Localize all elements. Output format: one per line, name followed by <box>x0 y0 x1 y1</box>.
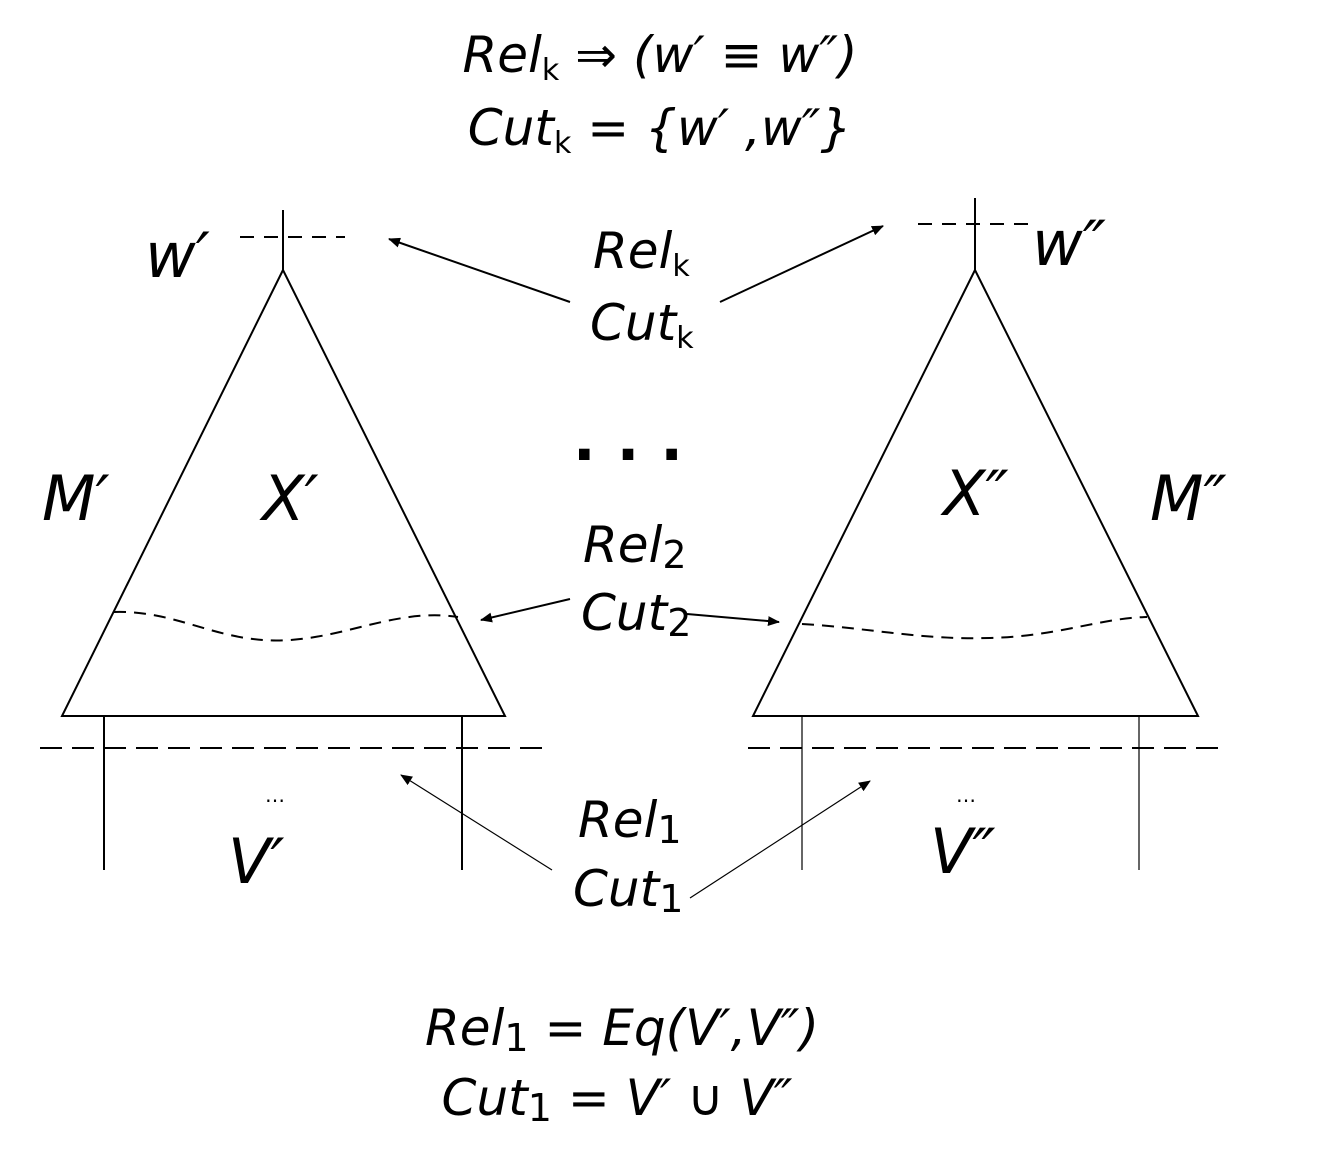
arrow-k-to-right <box>719 225 884 303</box>
level-k-rel-word: Rel <box>593 222 673 280</box>
level-k-cut-label: Cutk <box>590 294 694 356</box>
left-root-label: w′ <box>145 219 210 292</box>
level-1-cut-label: Cut1 <box>573 860 683 921</box>
level-1-rel-label: Rel1 <box>578 791 682 852</box>
right-root-label: w″ <box>1032 207 1106 280</box>
header-rel-k-formula: Relk ⇒ (w′ ≡ w″) <box>463 26 858 88</box>
middle-ellipsis: . . . <box>573 405 683 475</box>
header-rel-sub: k <box>542 53 560 88</box>
level-2-rel-label: Rel2 <box>583 516 687 577</box>
level-2-cut-word: Cut <box>581 584 670 642</box>
right-model-label: M″ <box>1150 462 1227 535</box>
level-2-cut-label: Cut2 <box>581 584 691 645</box>
right-leaves-label: V″ <box>930 815 996 888</box>
right-tree: w″ M″ X″ … V″ <box>748 198 1227 888</box>
header-cut-word: Cut <box>468 99 557 157</box>
arrow-1-to-left <box>400 774 553 871</box>
header-cut-k-formula: Cutk = {w′ ,w″} <box>468 99 853 161</box>
header-cut-sub: k <box>554 126 572 161</box>
left-leaf-dots: … <box>265 783 285 807</box>
right-level-2-cut <box>801 616 1148 640</box>
level-2-cut-sub: 2 <box>667 601 691 645</box>
level-1-rel-word: Rel <box>578 791 658 849</box>
right-vars-label: X″ <box>940 457 1009 530</box>
level-2-rel-word: Rel <box>583 516 663 574</box>
level-1-rel-sub: 1 <box>657 808 681 852</box>
level-k-rel-sub: k <box>672 249 690 284</box>
level-k-cut-word: Cut <box>590 294 679 352</box>
left-level-2-cut <box>113 610 459 642</box>
left-vars-label: X′ <box>259 462 319 535</box>
right-triangle <box>751 267 1200 717</box>
footer-rel-word: Rel <box>425 999 505 1057</box>
footer-cut-rest: = V′ ∪ V″ <box>552 1069 793 1127</box>
arrow-2-to-right <box>686 613 780 627</box>
level-1-cut-word: Cut <box>573 860 662 918</box>
right-leaf-dots: … <box>956 783 976 807</box>
footer-rel-sub: 1 <box>504 1016 528 1060</box>
level-2-rel-sub: 2 <box>662 533 686 577</box>
left-tree: w′ M′ X′ … V′ <box>40 210 545 898</box>
left-triangle <box>60 267 507 717</box>
level-k-cut-sub: k <box>676 321 694 356</box>
level-k-rel-label: Relk <box>593 222 690 284</box>
left-model-label: M′ <box>42 462 110 535</box>
left-leaves-label: V′ <box>228 825 285 898</box>
header-rel-rest: ⇒ (w′ ≡ w″) <box>559 26 857 84</box>
arrow-1-to-right <box>689 780 871 899</box>
level-1-cut-sub: 1 <box>659 877 683 921</box>
footer-cut-sub: 1 <box>528 1086 552 1130</box>
footer-rel-rest: = Eq(V′,V″) <box>529 999 819 1057</box>
footer-rel-1-formula: Rel1 = Eq(V′,V″) <box>425 999 819 1060</box>
header-rel-word: Rel <box>463 26 543 84</box>
arrow-k-to-left <box>388 237 571 303</box>
arrow-2-to-left <box>480 598 571 623</box>
footer-cut-word: Cut <box>442 1069 531 1127</box>
footer-cut-1-formula: Cut1 = V′ ∪ V″ <box>442 1069 793 1130</box>
header-cut-rest: = {w′ ,w″} <box>571 99 852 157</box>
